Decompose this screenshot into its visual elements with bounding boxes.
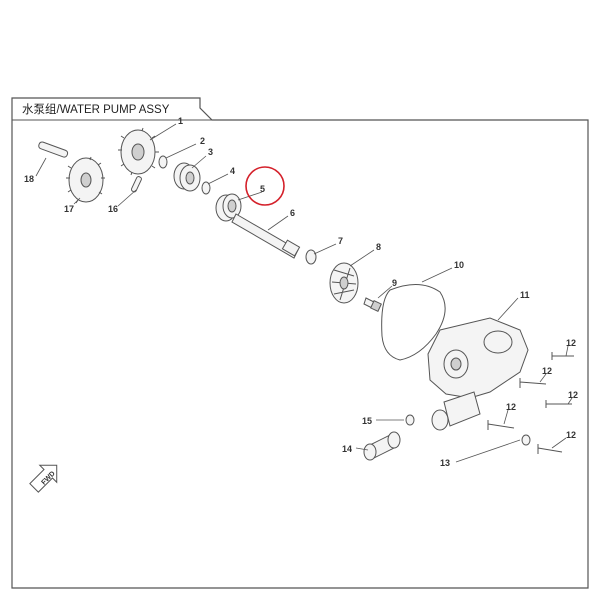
part-17-gear[interactable] — [66, 156, 105, 204]
diagram-title: 水泵组/WATER PUMP ASSY — [22, 102, 170, 116]
leader-lines — [35, 123, 573, 463]
callout-16[interactable]: 16 — [108, 204, 118, 214]
callout-12c[interactable]: 12 — [568, 390, 578, 400]
callout-9[interactable]: 9 — [392, 278, 397, 288]
callout-3[interactable]: 3 — [208, 147, 213, 157]
callout-18[interactable]: 18 — [24, 174, 34, 184]
part-11-pump-cover[interactable] — [427, 317, 529, 431]
part-6-shaft[interactable] — [231, 213, 301, 259]
part-9-bolt[interactable] — [363, 297, 382, 312]
callout-14[interactable]: 14 — [342, 444, 352, 454]
callout-13[interactable]: 13 — [440, 458, 450, 468]
callout-12b[interactable]: 12 — [542, 366, 552, 376]
part-16-pin[interactable] — [130, 176, 142, 193]
callout-10[interactable]: 10 — [454, 260, 464, 270]
callout-8[interactable]: 8 — [376, 242, 381, 252]
callout-6[interactable]: 6 — [290, 208, 295, 218]
part-7-washer[interactable] — [305, 249, 317, 265]
part-8-impeller[interactable] — [329, 262, 359, 304]
callout-11[interactable]: 11 — [520, 290, 530, 300]
part-2-washer[interactable] — [158, 155, 168, 169]
callout-12e[interactable]: 12 — [566, 430, 576, 440]
callout-7[interactable]: 7 — [338, 236, 343, 246]
part-4-washer[interactable] — [201, 181, 211, 195]
part-1-gear[interactable] — [118, 127, 159, 176]
callout-4[interactable]: 4 — [230, 166, 235, 176]
callout-1[interactable]: 1 — [178, 116, 183, 126]
part-3-bearing[interactable] — [173, 162, 201, 192]
part-12-bolts[interactable] — [487, 352, 574, 454]
part-14-fitting[interactable] — [363, 431, 401, 461]
fwd-label: FWD — [40, 470, 56, 486]
callout-15[interactable]: 15 — [362, 416, 372, 426]
callout-5[interactable]: 5 — [260, 184, 265, 194]
fwd-arrow-icon — [29, 464, 58, 493]
callout-17[interactable]: 17 — [64, 204, 74, 214]
part-10-gasket[interactable] — [381, 284, 446, 361]
highlight-circle-part-5 — [245, 166, 285, 206]
part-13-washer[interactable] — [521, 434, 531, 446]
callout-12a[interactable]: 12 — [566, 338, 576, 348]
diagram-frame — [11, 97, 589, 589]
part-18-pin[interactable] — [38, 141, 69, 158]
part-5-seal[interactable] — [215, 193, 242, 222]
callout-2[interactable]: 2 — [200, 136, 205, 146]
part-15-o-ring[interactable] — [405, 414, 415, 426]
callout-12d[interactable]: 12 — [506, 402, 516, 412]
